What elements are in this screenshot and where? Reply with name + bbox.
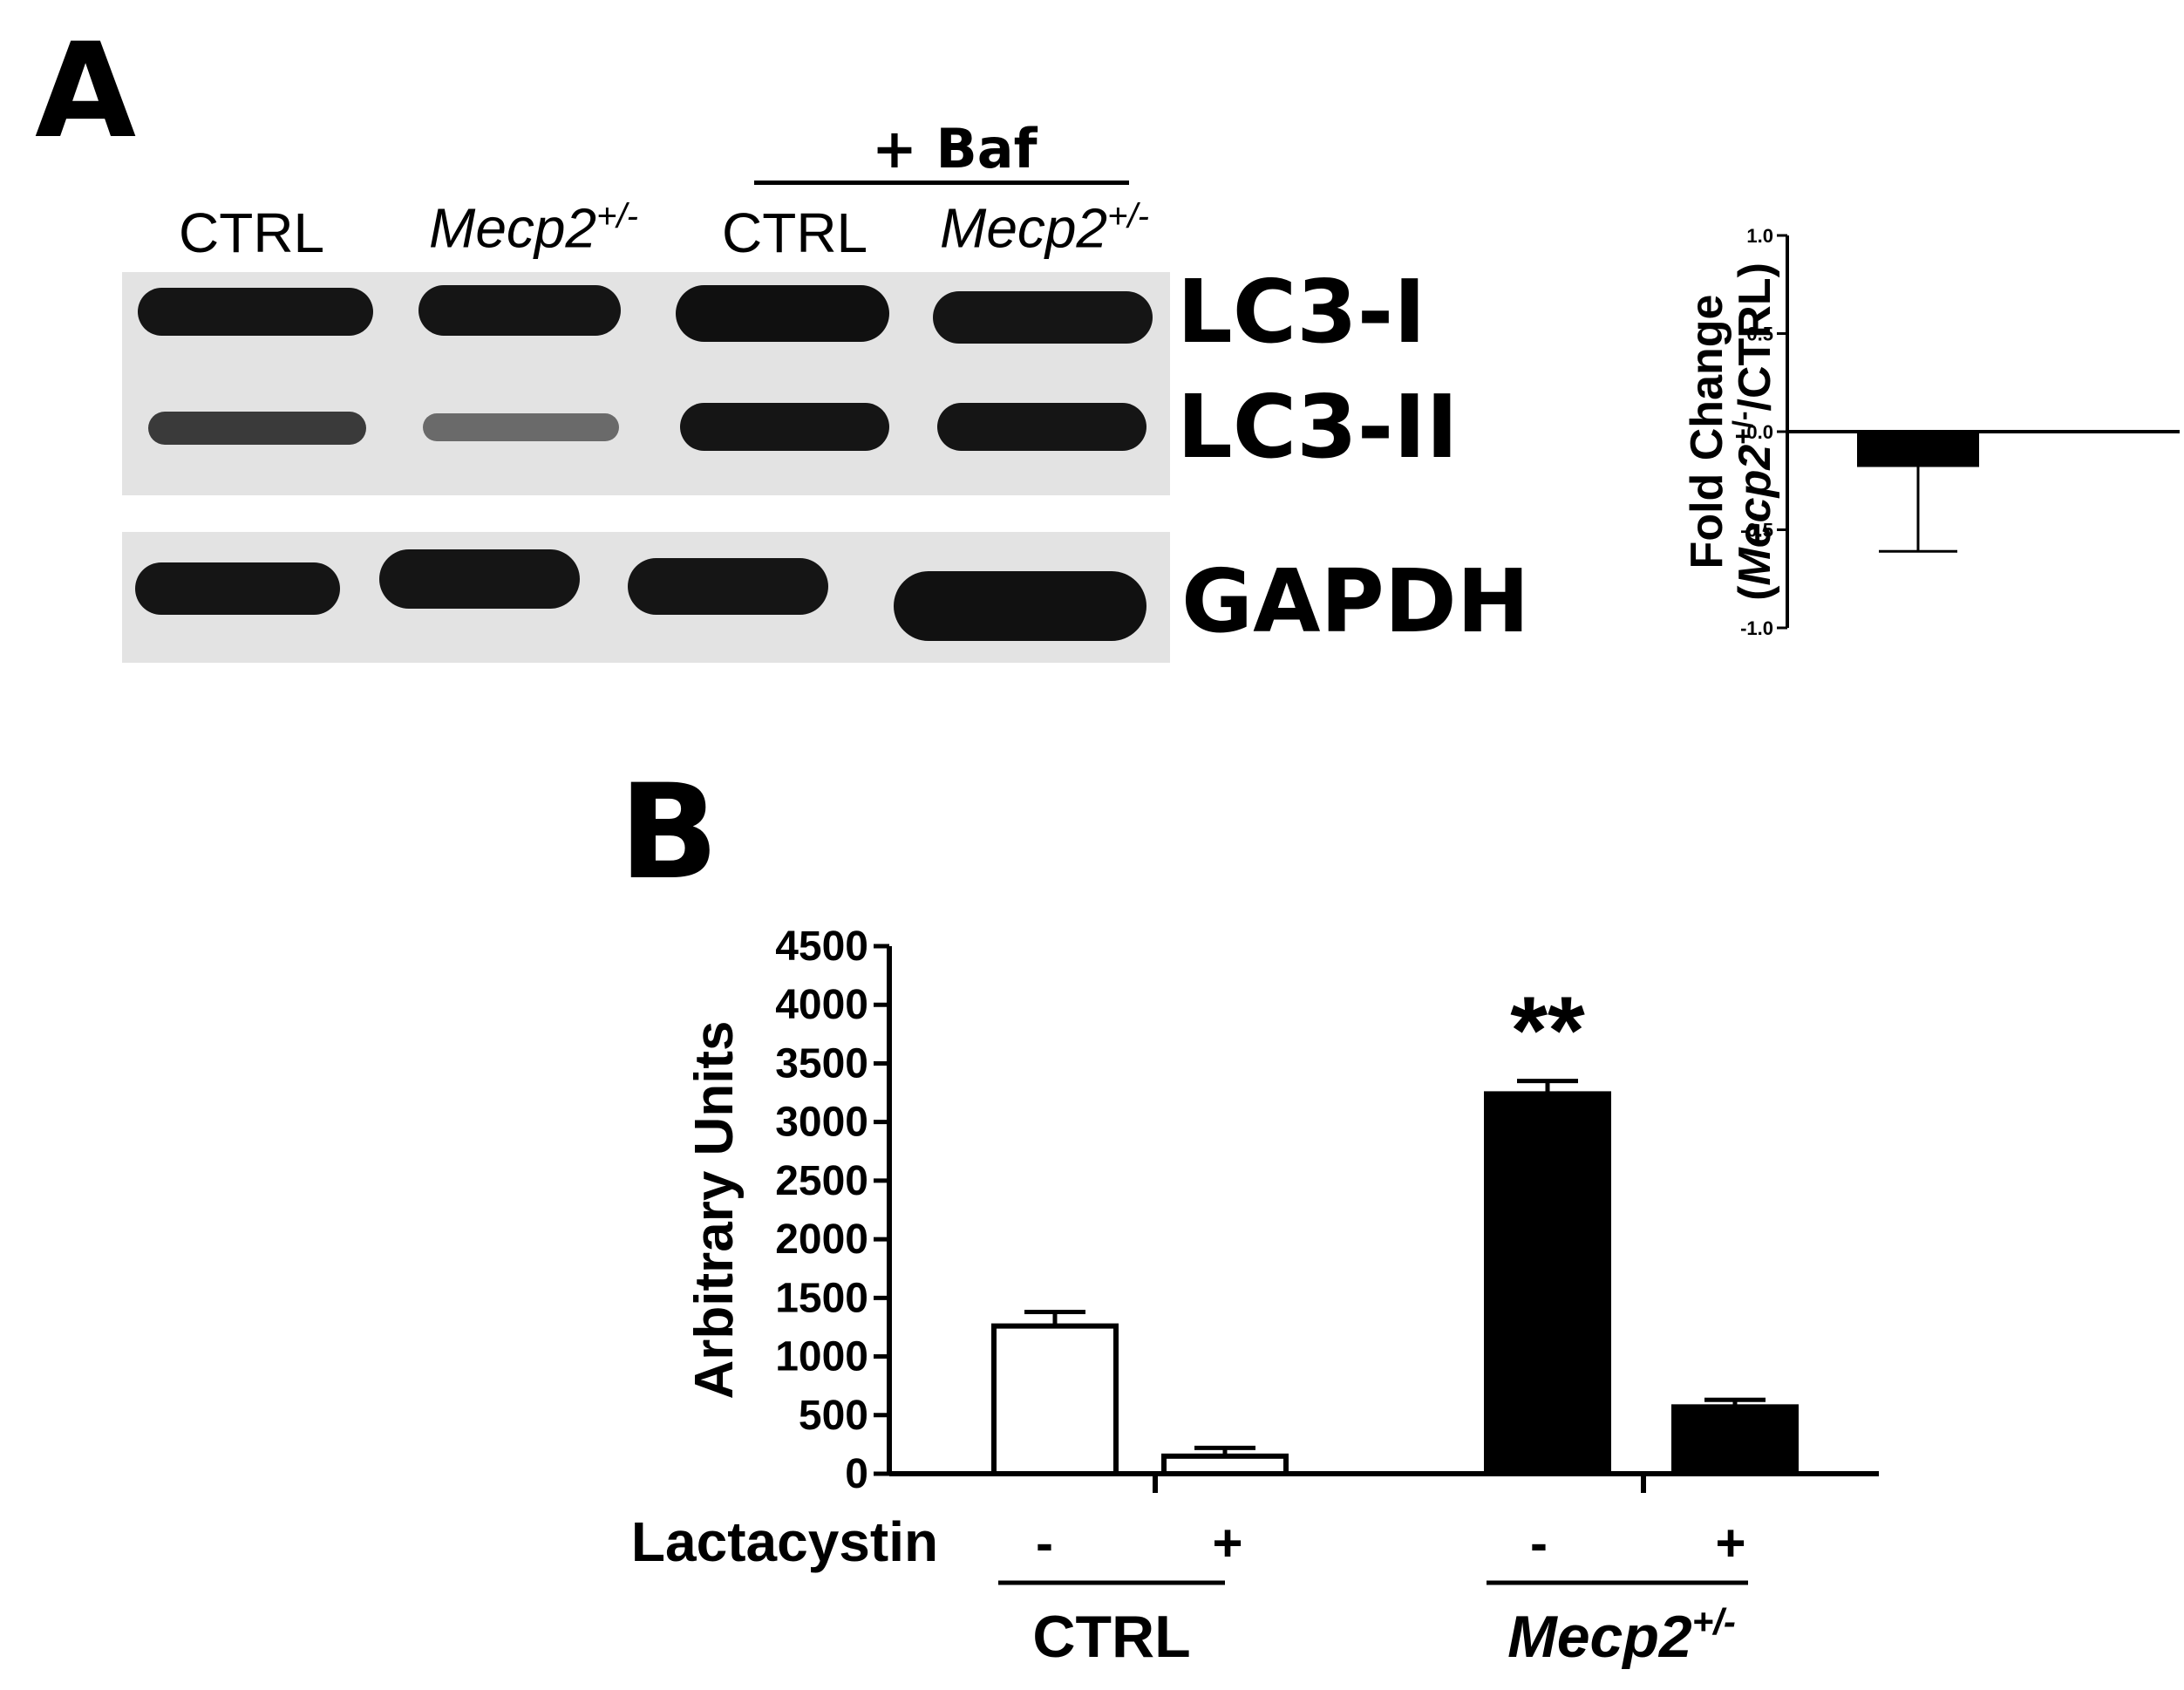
y-tick-label: 500: [799, 1393, 868, 1439]
y-tick-label: 1500: [775, 1275, 868, 1321]
band-lc3ii-lane2: [423, 413, 619, 441]
y-axis-label-line1: Fold Change: [1682, 295, 1732, 569]
bar-4: [1671, 1404, 1799, 1476]
x-row-label-lactacystin: Lactacystin: [631, 1510, 938, 1573]
y-tick-label: -0.5: [1740, 520, 1773, 542]
y-tick-label: 2000: [775, 1216, 868, 1263]
band-lc3i-lane1: [138, 288, 373, 336]
y-tick-label: 3000: [775, 1100, 868, 1146]
x-category-label: -: [1530, 1514, 1548, 1572]
band-gapdh-lane1: [135, 562, 340, 615]
lc3-blot-image: [122, 272, 1170, 495]
y-tick-label: 0.5: [1746, 324, 1773, 345]
group-label: Mecp2+/-: [1507, 1601, 1736, 1670]
y-tick-label: 0.0: [1746, 421, 1773, 443]
bar-3: [1484, 1091, 1611, 1476]
treatment-bracket-line: [754, 181, 1129, 185]
panel-a-letter: A: [35, 16, 137, 167]
y-tick-label: 0: [845, 1451, 868, 1497]
y-tick-label: -1.0: [1740, 617, 1773, 639]
band-gapdh-lane2: [379, 549, 580, 609]
treatment-label: + Baf: [872, 117, 1038, 181]
bar-1: [991, 1323, 1119, 1476]
gapdh-blot-image: [122, 532, 1170, 663]
lane-label-4: Mecp2+/-: [940, 196, 1149, 260]
y-axis-label: Arbitrary Units: [684, 1020, 745, 1399]
band-label-gapdh: GAPDH: [1181, 550, 1530, 652]
lane-label-3: CTRL: [722, 201, 868, 264]
bar-2: [1161, 1453, 1289, 1476]
x-category-label: +: [1212, 1514, 1242, 1572]
lane-label-2: Mecp2+/-: [429, 196, 638, 260]
x-category-label: -: [1036, 1514, 1053, 1572]
y-axis-label-line2: (Mecp2+/-/CTRL): [1727, 262, 1780, 601]
band-lc3ii-lane4: [937, 403, 1146, 451]
band-gapdh-lane3: [628, 558, 828, 615]
band-lc3ii-lane3: [680, 403, 889, 451]
band-lc3i-lane3: [676, 285, 889, 342]
x-category-label: +: [1715, 1514, 1745, 1572]
bar-fold-change: [1857, 432, 1979, 467]
y-tick-label: 4000: [775, 982, 868, 1028]
band-label-lc3ii: LC3-II: [1177, 376, 1459, 478]
y-tick-label: 1.0: [1746, 225, 1773, 247]
fold-change-chart: 1.0 0.5 0.0 -0.5 -1.0 Fold Change(Mecp2+/-/CT…: [1682, 225, 2180, 639]
lane-label-1: CTRL: [179, 201, 325, 264]
significance-annotation: **: [1510, 978, 1585, 1085]
panel-b-letter: B: [619, 757, 719, 909]
band-label-lc3i: LC3-I: [1177, 261, 1426, 363]
band-lc3i-lane2: [418, 285, 621, 336]
arbitrary-units-chart: 0 500 1000 1500 2000 2500 3000 3500 4000 4500Arbi…: [631, 923, 1879, 1670]
group-label: CTRL: [1032, 1604, 1190, 1670]
y-tick-label: 2500: [775, 1158, 868, 1204]
band-gapdh-lane4: [894, 571, 1146, 641]
y-tick-label: 4500: [775, 923, 868, 970]
band-lc3i-lane4: [933, 291, 1153, 344]
band-lc3ii-lane1: [148, 412, 366, 445]
y-tick-label: 3500: [775, 1040, 868, 1087]
y-tick-label: 1000: [775, 1334, 868, 1380]
